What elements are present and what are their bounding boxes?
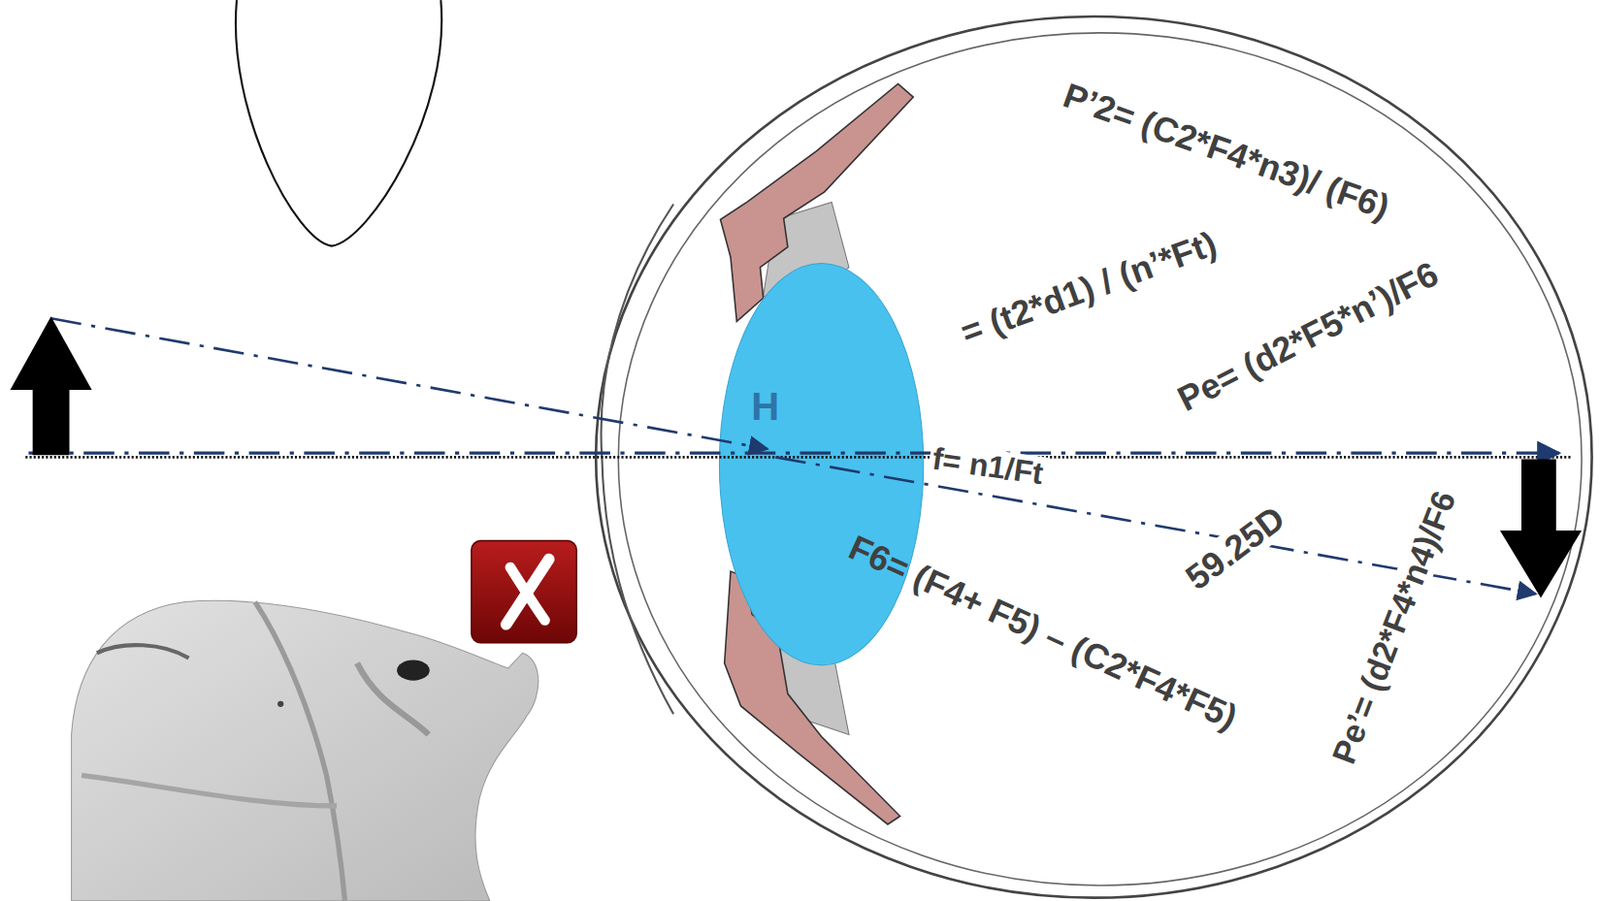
- crystalline-lens: [718, 263, 923, 666]
- lens-outline: [235, 0, 442, 246]
- cornea: [601, 204, 675, 716]
- formula-label: Pe’= (d2*F4*n4)/F6: [1324, 483, 1465, 772]
- formula-label: F6= (F4+ F5) – (C2*F4*F5): [840, 526, 1245, 739]
- image-arrow: [1500, 530, 1582, 598]
- formula-label: = (t2*d1) / (n’*Ft): [952, 223, 1224, 354]
- camel-picture: [71, 600, 539, 901]
- formula-label: P’2= (C2*F4*n3)/ (F6): [1055, 74, 1398, 228]
- power-value: 59.25D: [1175, 496, 1294, 599]
- object-arrow: [32, 384, 70, 457]
- chief-ray: [51, 318, 768, 450]
- axial-ray: [28, 452, 1559, 456]
- image-arrow: [1521, 458, 1557, 535]
- formula-label: f= n1/Ft: [927, 441, 1048, 492]
- object-arrow: [10, 316, 93, 391]
- point-label: H: [748, 385, 783, 428]
- cross-icon: [471, 541, 577, 644]
- formula-label: Pe= (d2*F5*n’)/F6: [1169, 253, 1447, 421]
- retina-layer: [618, 32, 1582, 886]
- optical-axis: [25, 456, 1571, 459]
